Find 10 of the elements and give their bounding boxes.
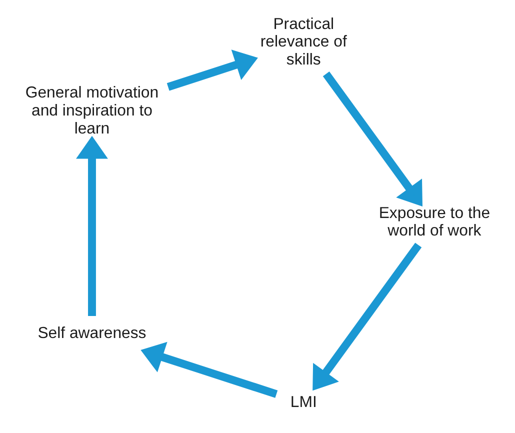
node-text: Practical relevance of skills	[260, 16, 347, 69]
arrow	[166, 50, 258, 91]
arrow	[312, 242, 422, 391]
arrow	[140, 342, 278, 398]
arrow	[76, 136, 108, 316]
node-text: LMI	[290, 394, 317, 411]
node-text: Self awareness	[38, 325, 146, 342]
node-text: General motivation and inspiration to learn	[25, 84, 159, 138]
arrow	[322, 72, 422, 207]
node-text: Exposure to the world of work	[378, 204, 490, 240]
